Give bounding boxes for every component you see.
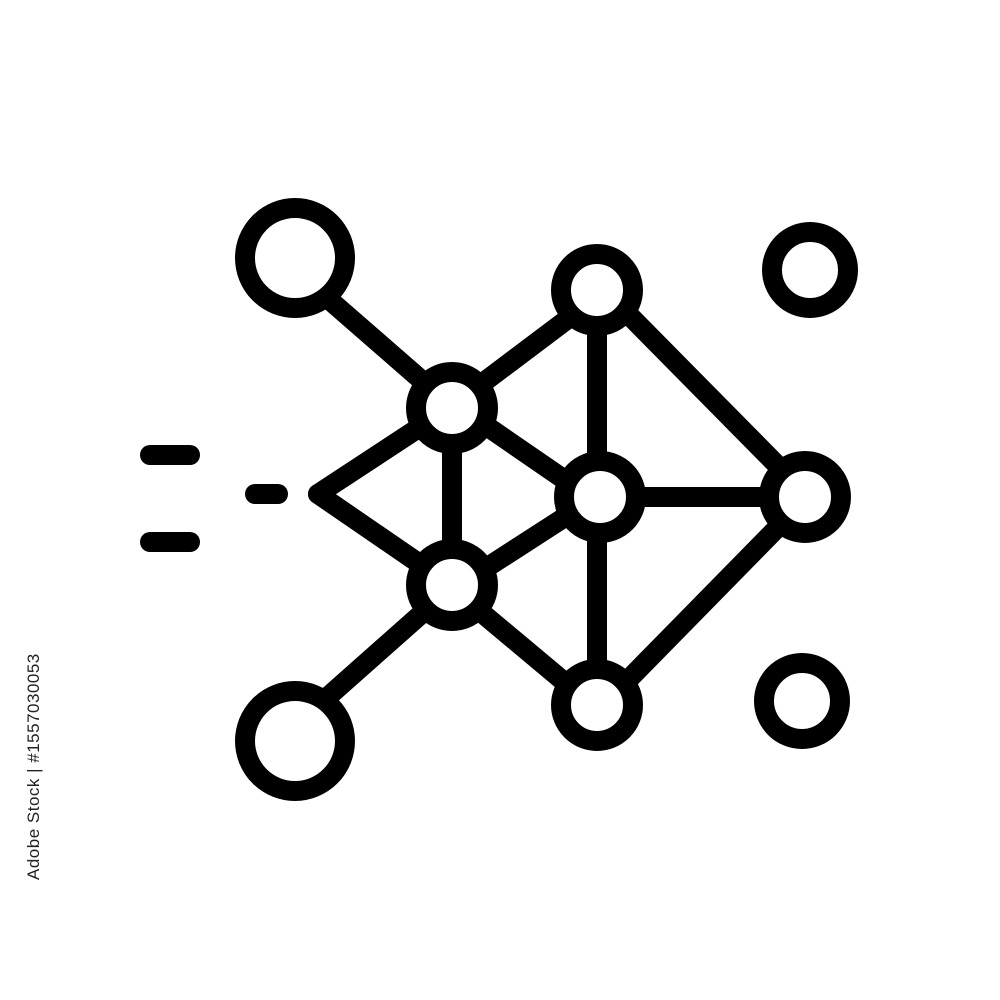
node-large-top-left bbox=[235, 198, 355, 318]
node-top bbox=[551, 244, 643, 336]
node-isolated-bottom-right bbox=[754, 653, 850, 749]
edge-bottom-to-right bbox=[616, 514, 791, 692]
edge-topleft-to-upper bbox=[316, 287, 437, 395]
node-right bbox=[759, 451, 851, 543]
node-bottom bbox=[551, 659, 643, 751]
edge-upper-to-top bbox=[470, 308, 579, 395]
edge-top-to-right bbox=[614, 300, 791, 479]
edge-center-to-lower bbox=[476, 507, 575, 578]
node-isolated-top-right bbox=[762, 222, 858, 318]
node-large-bottom-left bbox=[235, 681, 355, 801]
edge-upper-to-tip bbox=[308, 419, 427, 504]
node-upper bbox=[406, 362, 498, 454]
node-lower bbox=[406, 539, 498, 631]
edge-upper-to-center bbox=[475, 415, 572, 488]
edge-bottomleft-to-lower bbox=[312, 598, 438, 712]
edge-lower-to-bottom bbox=[472, 603, 578, 695]
edge-tip-to-lower bbox=[308, 484, 427, 572]
graph-nodes bbox=[235, 198, 858, 801]
connection-lines bbox=[140, 287, 791, 712]
node-center bbox=[554, 451, 646, 543]
